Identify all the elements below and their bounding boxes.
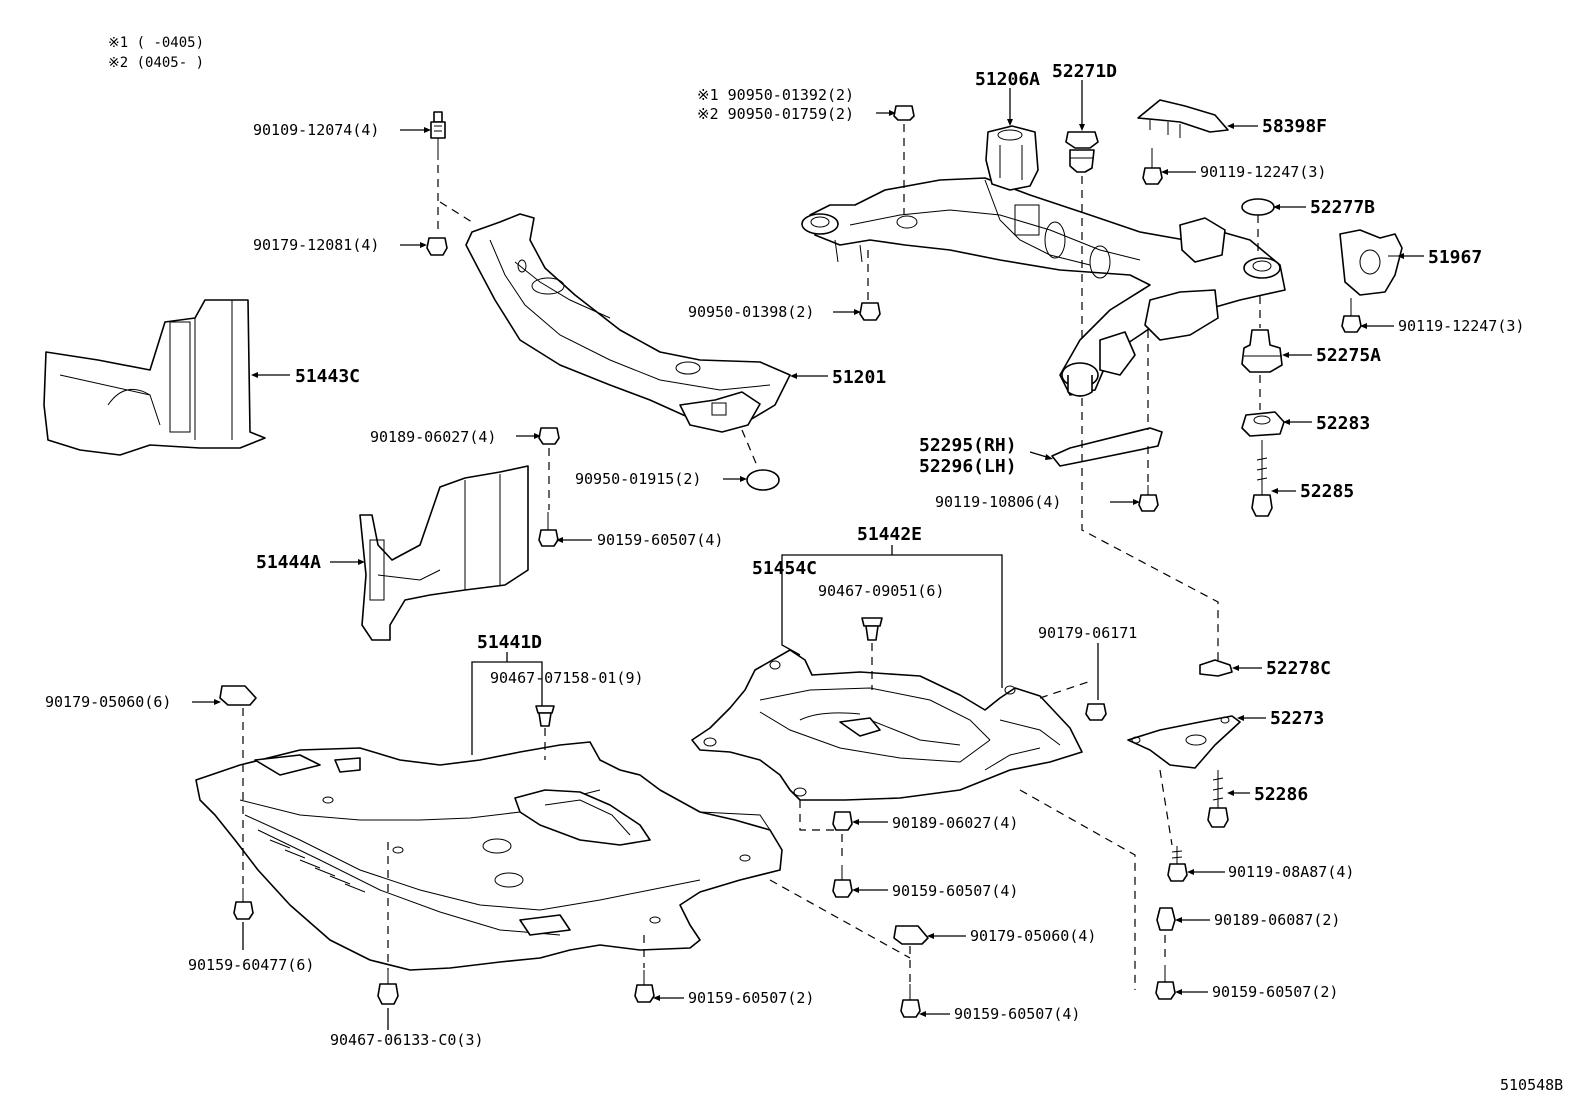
- label-90119-10806: 90119-10806(4): [935, 493, 1061, 511]
- nut-90189-06027-a: [538, 427, 560, 445]
- bolt-90119-12247-a: [1142, 148, 1163, 185]
- figure-id: 510548B: [1500, 1076, 1563, 1094]
- plate-52273: [1127, 715, 1241, 769]
- bolt-90159-60507-c: [634, 970, 655, 1003]
- label-52277B: 52277B: [1310, 197, 1375, 218]
- label-90109-12074: 90109-12074(4): [253, 121, 379, 139]
- label-90179-05060-b: 90179-05060(4): [970, 927, 1096, 945]
- label-52283: 52283: [1316, 413, 1370, 434]
- label-52295: 52295(RH): [919, 435, 1017, 456]
- bracket-51967: [1339, 229, 1403, 296]
- label-51441D: 51441D: [477, 632, 542, 653]
- bolt-90159-60507-d: [900, 984, 921, 1018]
- label-51444A: 51444A: [256, 552, 321, 573]
- label-90189-06027-b: 90189-06027(4): [892, 814, 1018, 832]
- label-52286: 52286: [1254, 784, 1308, 805]
- label-90950-01398: 90950-01398(2): [688, 303, 814, 321]
- label-90189-06027-a: 90189-06027(4): [370, 428, 496, 446]
- label-52273: 52273: [1270, 708, 1324, 729]
- note-2: ※2 (0405- ): [108, 55, 204, 71]
- label-52275A: 52275A: [1316, 345, 1381, 366]
- cap-90950-01915: [746, 469, 780, 491]
- label-90159-60507-d: 90159-60507(4): [954, 1005, 1080, 1023]
- shield-51443C: [43, 299, 266, 456]
- cap-90950-01392: [893, 105, 915, 121]
- label-52296: 52296(LH): [919, 456, 1017, 477]
- label-90159-60477: 90159-60477(6): [188, 956, 314, 974]
- bolt-90159-60507-a: [538, 512, 559, 547]
- clip-90467-09051: [861, 617, 883, 641]
- label-58398F: 58398F: [1262, 116, 1327, 137]
- label-51443C: 51443C: [295, 366, 360, 387]
- bolt-90109-12074: [430, 111, 446, 160]
- bolt-90159-60507-b: [832, 865, 853, 898]
- clip-90179-05060-b: [893, 925, 929, 945]
- nut-90179-06171: [1085, 703, 1107, 721]
- bolt-90119-08A87: [1167, 846, 1188, 882]
- clip-90467-07158: [535, 705, 555, 727]
- bolt-90159-60477: [233, 888, 254, 920]
- shield-51444A: [359, 465, 529, 641]
- label-90159-60507-b: 90159-60507(4): [892, 882, 1018, 900]
- nut-90950-01398: [859, 302, 881, 321]
- label-90467-06133: 90467-06133-C0(3): [330, 1031, 484, 1049]
- label-90159-60507-a: 90159-60507(4): [597, 531, 723, 549]
- nut-90189-06027-b: [832, 811, 853, 831]
- label-51454C: 51454C: [752, 558, 817, 579]
- label-90159-60507-e: 90159-60507(2): [1212, 983, 1338, 1001]
- pad-52278C: [1199, 659, 1233, 677]
- clip-90179-05060-a: [219, 685, 257, 706]
- bracket-58398F: [1137, 99, 1229, 138]
- washer-52277B: [1241, 198, 1275, 216]
- label-90467-09051: 90467-09051(6): [818, 582, 944, 600]
- bolt-90119-10806: [1138, 485, 1159, 512]
- crossmember-51201: [465, 213, 791, 433]
- stopper-52271D: [1065, 131, 1099, 173]
- nut-90189-06087: [1156, 907, 1176, 931]
- nut-90179-12081: [426, 237, 448, 256]
- label-90467-07158: 90467-07158-01(9): [490, 669, 644, 687]
- labels: 90109-12074(4) 90179-12081(4) 51443C ※1 …: [45, 61, 1563, 1094]
- brace-52295: [1051, 427, 1163, 467]
- label-90179-05060-a: 90179-05060(6): [45, 693, 171, 711]
- label-52278C: 52278C: [1266, 658, 1331, 679]
- clip-90467-06133: [377, 970, 399, 1005]
- label-51206A: 51206A: [975, 69, 1040, 90]
- label-90179-12081: 90179-12081(4): [253, 236, 379, 254]
- label-90119-12247-b: 90119-12247(3): [1398, 317, 1524, 335]
- label-51967: 51967: [1428, 247, 1482, 268]
- under-cover-51441D: [195, 741, 783, 971]
- label-52285: 52285: [1300, 481, 1354, 502]
- label-51201: 51201: [832, 367, 886, 388]
- label-90159-60507-c: 90159-60507(2): [688, 989, 814, 1007]
- note-1: ※1 ( -0405): [108, 35, 204, 51]
- leader-lines: [192, 80, 1424, 1030]
- label-90950-01392: ※1 90950-01392(2): [697, 86, 854, 104]
- label-90179-06171: 90179-06171: [1038, 624, 1137, 642]
- bushing-51206A: [985, 125, 1039, 191]
- label-90119-12247-a: 90119-12247(3): [1200, 163, 1326, 181]
- label-51442E: 51442E: [857, 524, 922, 545]
- bolt-52285: [1251, 440, 1273, 517]
- label-90189-06087: 90189-06087(2): [1214, 911, 1340, 929]
- rear-subframe: [801, 177, 1286, 397]
- label-90119-08A87: 90119-08A87(4): [1228, 863, 1354, 881]
- bolt-52286: [1207, 770, 1229, 828]
- label-52271D: 52271D: [1052, 61, 1117, 82]
- under-cover-51442E: [691, 649, 1083, 801]
- mount-52275A: [1241, 329, 1283, 373]
- bolt-90159-60507-e: [1155, 965, 1176, 1000]
- label-90950-01759: ※2 90950-01759(2): [697, 105, 854, 123]
- label-90950-01915: 90950-01915(2): [575, 470, 701, 488]
- bolt-90119-12247-b: [1341, 298, 1362, 333]
